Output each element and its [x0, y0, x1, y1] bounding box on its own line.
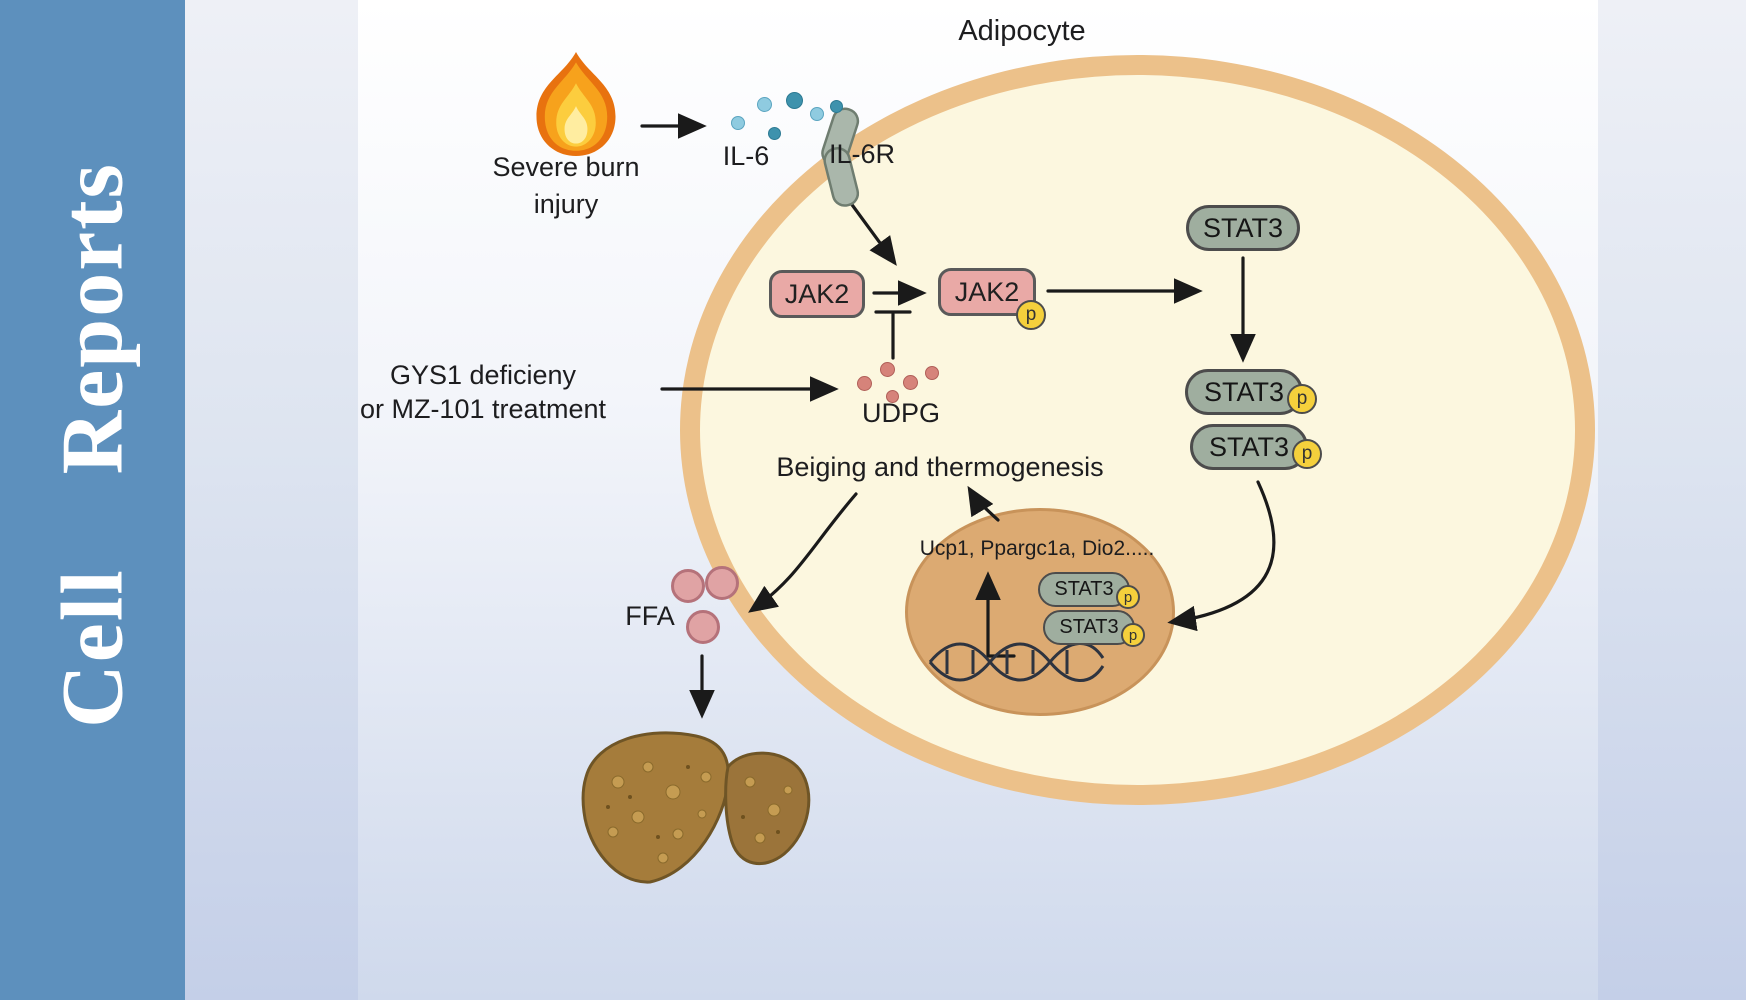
phospho-badge-nucleus-1: p [1116, 585, 1140, 609]
il6-molecule-dot [757, 97, 772, 112]
phospho-letter: p [1301, 443, 1313, 464]
stat3-box-label: STAT3 [1202, 212, 1283, 243]
udpg-molecule-dot [880, 362, 895, 377]
journal-sidebar: Cell Reports [0, 0, 185, 1000]
il6-label: IL-6 [722, 141, 770, 171]
stat3-dimer-label-2: STAT3 [1208, 431, 1289, 462]
il6-receptor-icon [821, 107, 860, 207]
phospho-badge-jak2: p [1016, 300, 1046, 330]
phospho-letter: p [1123, 588, 1133, 606]
journal-title: Cell Reports [44, 162, 141, 728]
nucleus-stat3-label-1: STAT3 [1054, 578, 1114, 600]
udpg-label: UDPG [861, 398, 941, 428]
jak2-phospho-box-label: JAK2 [954, 276, 1020, 307]
jak2-box: JAK2 [769, 270, 865, 318]
gys1-label-line2: or MZ-101 treatment [359, 394, 607, 424]
stat3-dimer-box-1: STAT3 [1185, 369, 1303, 415]
ffa-droplet [671, 569, 705, 603]
phospho-letter: p [1025, 304, 1037, 325]
stat3-dimer-box-2: STAT3 [1190, 424, 1308, 470]
nucleus-stat3-box-2: STAT3 [1043, 610, 1135, 645]
phospho-badge-stat3-2: p [1292, 439, 1322, 469]
fire-icon [536, 52, 616, 156]
liver-icon [581, 731, 811, 884]
phospho-badge-stat3-1: p [1287, 384, 1317, 414]
il6r-label: IL-6R [828, 139, 896, 169]
ffa-droplet [705, 566, 739, 600]
phospho-badge-nucleus-2: p [1121, 623, 1145, 647]
udpg-molecule-dot [886, 390, 899, 403]
il6-molecule-dot [830, 100, 843, 113]
udpg-molecule-dot [925, 366, 939, 380]
il6-molecule-dot [810, 107, 824, 121]
phospho-letter: p [1128, 626, 1138, 644]
beiging-label: Beiging and thermogenesis [776, 452, 1104, 482]
burn-injury-label-line2: injury [533, 189, 599, 219]
stat3-dimer-label-1: STAT3 [1203, 376, 1284, 407]
gys1-label-line1: GYS1 deficieny [389, 360, 577, 390]
il6-molecule-dot [786, 92, 803, 109]
right-margin [1746, 0, 1760, 1000]
udpg-molecule-dot [857, 376, 872, 391]
nucleus [905, 508, 1175, 716]
udpg-molecule-dot [903, 375, 918, 390]
nucleus-stat3-label-2: STAT3 [1059, 616, 1119, 638]
il6-molecule-dot [768, 127, 781, 140]
genes-label: Ucp1, Ppargc1a, Dio2..... [919, 537, 1155, 560]
stat3-box: STAT3 [1186, 205, 1300, 251]
il6-molecule-dot [731, 116, 745, 130]
burn-injury-label-line1: Severe burn [492, 152, 640, 182]
jak2-box-label: JAK2 [784, 278, 850, 309]
ffa-droplet [686, 610, 720, 644]
ffa-label: FFA [625, 601, 675, 631]
cell-title: Adipocyte [958, 15, 1086, 47]
phospho-letter: p [1296, 388, 1308, 409]
